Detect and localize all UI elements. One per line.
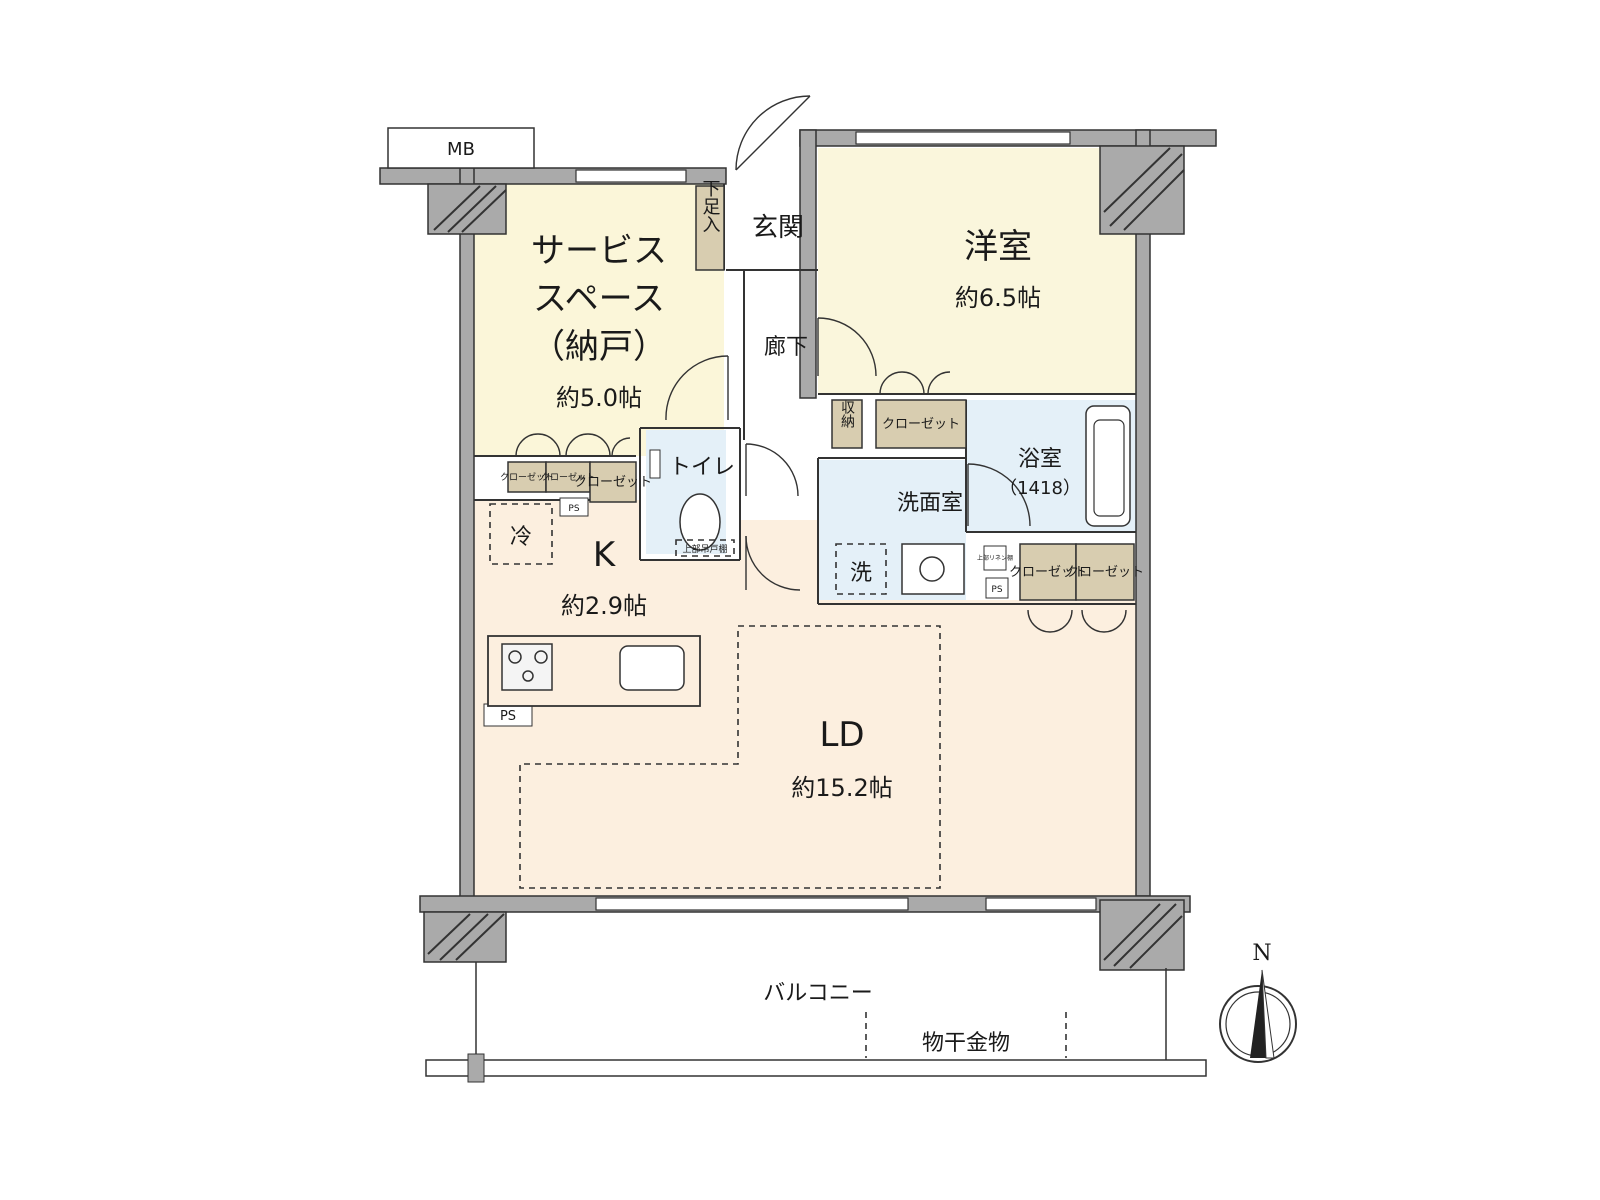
entrance-label: 玄関: [752, 213, 804, 243]
toilet-cabinet: [675, 539, 735, 557]
closet-doors-western[interactable]: [879, 371, 951, 395]
service-space-floor: [474, 184, 724, 456]
linen-label: 上部リネン棚: [977, 554, 1013, 562]
mb-box: [387, 127, 535, 169]
western-room-area: 約6.5帖: [955, 284, 1041, 312]
ps-label-2: PS: [500, 709, 516, 724]
entrance-wall: [799, 129, 817, 399]
toilet-door[interactable]: [745, 443, 799, 497]
column-top-left: [427, 183, 507, 235]
closet-service-1-label: クローゼット: [500, 471, 554, 483]
toilet-label: トイレ: [669, 455, 735, 480]
balcony-railing: [425, 1059, 1207, 1077]
ps-label-1: PS: [568, 504, 579, 514]
kitchen-ld-floor: [474, 500, 1136, 896]
closet-doors-ld[interactable]: [1027, 609, 1127, 633]
closet-doors-service[interactable]: [515, 433, 631, 457]
column-bottom-left: [423, 911, 507, 963]
sink-icon: [619, 645, 685, 691]
shoe-storage: [695, 185, 725, 271]
balcony-post: [467, 1053, 485, 1083]
service-space-line1: サービス: [531, 231, 667, 271]
bathtub-inner: [1093, 419, 1125, 517]
hallway-label: 廊下: [764, 335, 808, 360]
linen-box: [983, 545, 1007, 571]
kitchen-area: 約2.9帖: [561, 592, 647, 620]
window-top-left: [575, 169, 687, 183]
window-top-right: [855, 131, 1071, 145]
service-door[interactable]: [665, 355, 729, 421]
service-space-line2: スペース: [533, 279, 665, 319]
hallway-door[interactable]: [817, 317, 877, 377]
left-wall: [459, 167, 475, 899]
fridge-space: [489, 503, 553, 565]
bathroom-size: （1418）: [999, 478, 1081, 499]
interior-walls: [474, 184, 1136, 605]
entrance-door[interactable]: [735, 95, 811, 171]
wash-basin: [901, 543, 965, 595]
closet-service-3-label: クローゼット: [574, 475, 652, 490]
western-room-label: 洋室: [964, 227, 1032, 267]
ld-label: LD: [819, 715, 864, 755]
stove-icon: [501, 643, 553, 691]
bathtub-icon: [1085, 405, 1131, 527]
ps-label-3: PS: [991, 585, 1002, 595]
closet-service-2: [545, 461, 591, 493]
washroom-door[interactable]: [745, 535, 801, 591]
closet-service-1: [507, 461, 547, 493]
bathroom-door[interactable]: [967, 463, 1031, 527]
ld-area: 約15.2帖: [791, 774, 892, 802]
service-space-line3: （納戸）: [531, 327, 667, 367]
ld-area-outline: [519, 625, 941, 889]
closet-service-2-label: クローゼット: [541, 471, 595, 483]
column-bottom-right: [1099, 899, 1185, 971]
fridge-label: 冷: [510, 525, 532, 550]
column-top-right: [1099, 145, 1185, 235]
window-bottom-1: [595, 897, 909, 911]
bathroom-label: 浴室: [1018, 447, 1062, 472]
ps-box-3: [985, 577, 1009, 599]
drying-rack-label: 物干金物: [922, 1031, 1010, 1056]
kitchen-label: K: [593, 535, 617, 575]
service-space-area: 約5.0帖: [556, 384, 642, 412]
basin-bowl-icon: [919, 556, 945, 582]
closet-western-label: クローゼット: [882, 417, 960, 432]
western-room-floor: [818, 148, 1136, 394]
storage-hallway: [831, 399, 863, 449]
closet-ld-2-label: クローゼット: [1066, 565, 1144, 580]
compass-north-label: N: [1252, 941, 1271, 966]
storage-label: 収納: [839, 400, 855, 429]
right-wall: [1135, 129, 1151, 897]
shoe-storage-label: 下足入: [700, 179, 721, 233]
toilet-cabinet-label: 上部吊戸棚: [682, 543, 727, 555]
closet-ld-2: [1075, 543, 1135, 601]
washroom-label: 洗面室: [897, 491, 963, 516]
washer-space: [835, 543, 887, 595]
washer-label: 洗: [850, 561, 872, 586]
window-bottom-2: [985, 897, 1097, 911]
closet-western: [875, 399, 967, 449]
toilet-bowl-icon: [679, 493, 721, 551]
closet-ld-1-label: クローゼット: [1009, 565, 1087, 580]
mb-label: MB: [447, 139, 475, 160]
closet-ld-1: [1019, 543, 1077, 601]
closet-service-3: [589, 461, 637, 503]
compass-icon: [1219, 969, 1297, 1063]
ps-box-1: [559, 497, 589, 517]
toilet-tank: [649, 449, 661, 479]
balcony-label: バルコニー: [763, 981, 873, 1006]
